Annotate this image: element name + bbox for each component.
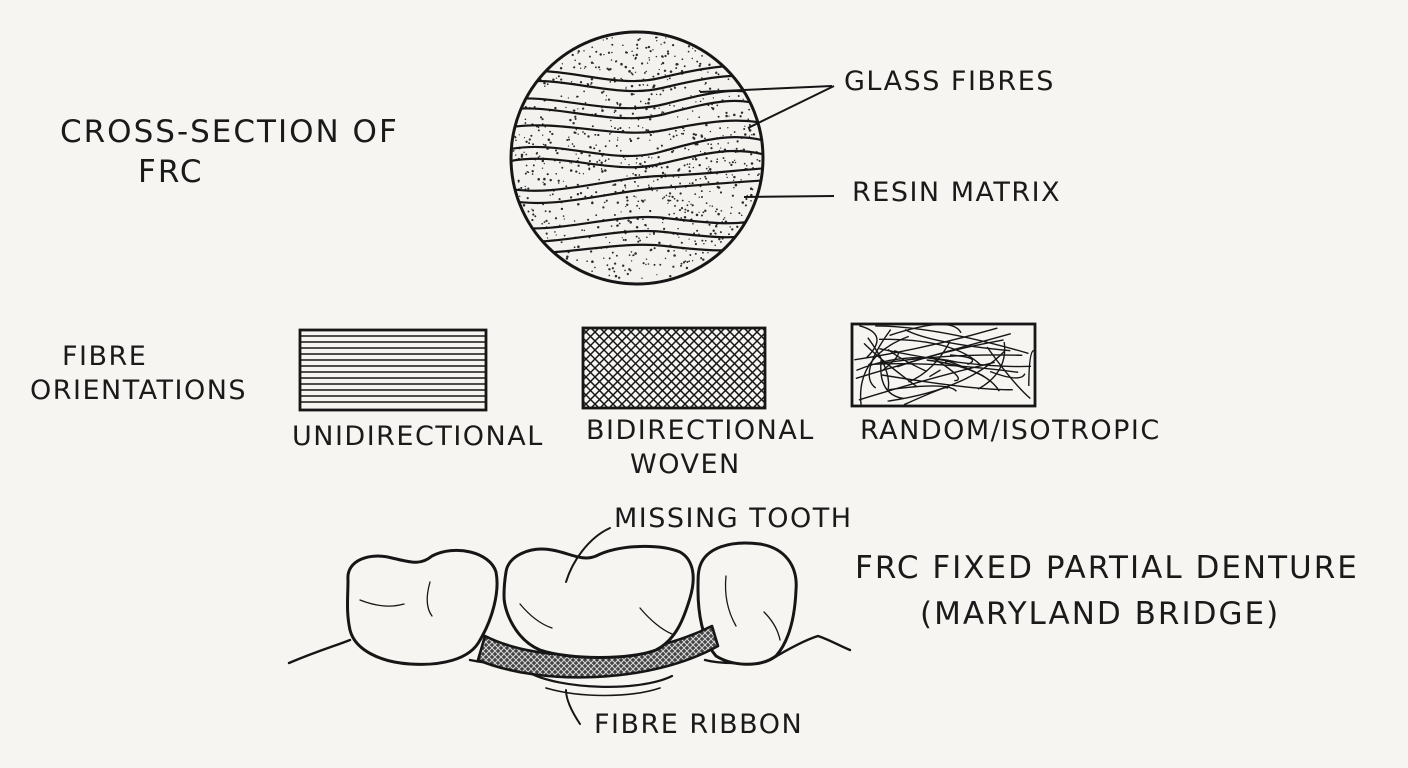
label-glass-fibres: GLASS FIBRES [844,66,1055,97]
cross-section-title-line1: CROSS-SECTION OF [60,114,399,150]
label-bidirectional-line1: BIDIRECTIONAL [586,415,815,446]
left-abutment-tooth [346,548,499,666]
cross-section-title-line2: FRC [138,154,204,190]
swatch-bidirectional [581,326,767,410]
bridge-title-line2: (MARYLAND BRIDGE) [920,596,1281,632]
label-fibre-ribbon: FIBRE RIBBON [594,709,804,740]
swatch-unidirectional [298,328,488,412]
orientations-title-line2: ORIENTATIONS [30,375,248,406]
pontic-tooth [502,544,695,659]
maryland-bridge-drawing [287,527,852,725]
label-resin-matrix: RESIN MATRIX [852,177,1062,208]
label-unidirectional: UNIDIRECTIONAL [292,421,544,452]
label-bidirectional: BIDIRECTIONAL WOVEN [586,414,815,482]
label-bidirectional-line2: WOVEN [630,449,741,480]
swatch-random [850,322,1037,408]
right-abutment-tooth [696,541,798,666]
bridge-title-line1: FRC FIXED PARTIAL DENTURE [855,550,1359,586]
orientations-title-line1: FIBRE [62,341,148,372]
label-random-isotropic: RANDOM/ISOTROPIC [860,415,1161,446]
frc-cross-section [509,30,835,286]
label-missing-tooth: MISSING TOOTH [614,503,853,534]
